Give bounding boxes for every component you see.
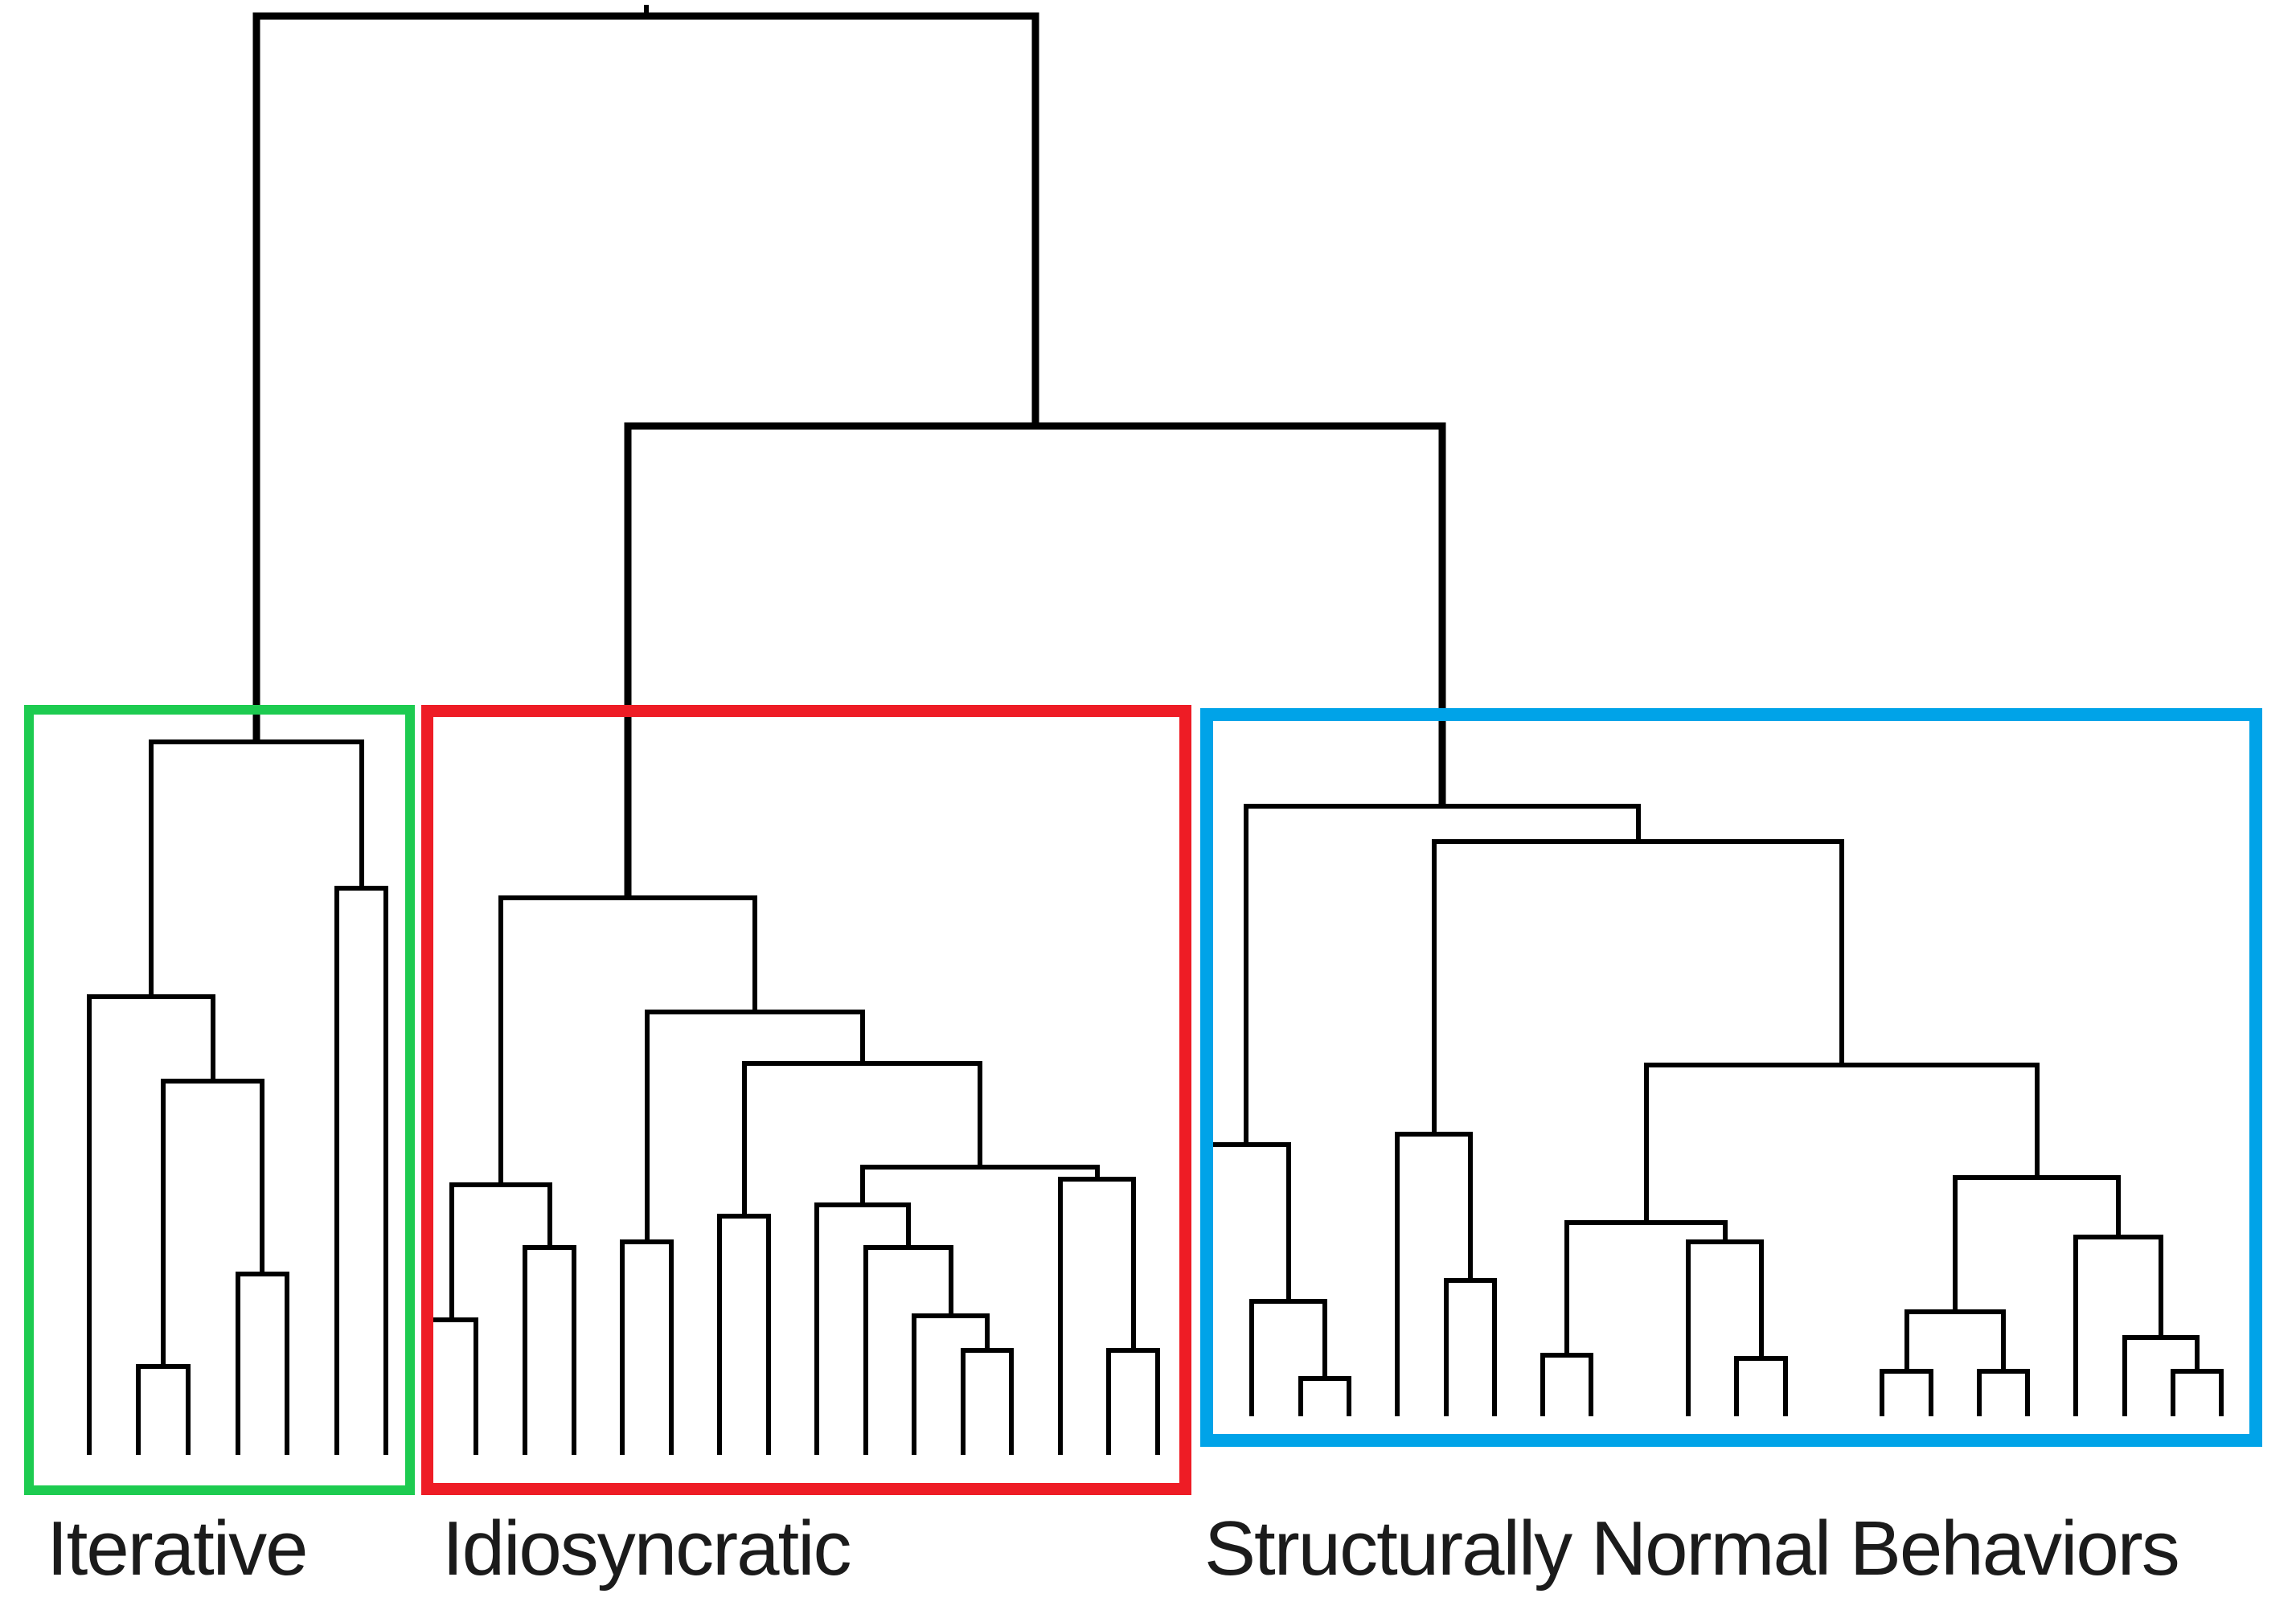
cluster-box-idiosyncratic [421,705,1191,1495]
tree-branch-structurally-normal [1244,804,1641,1145]
tree-branch-iterative [149,739,364,997]
tree-branch-main [624,422,1446,898]
cluster-box-structurally-normal [1200,708,2262,1447]
cluster-label-structurally-normal: Structurally Normal Behaviors [1204,1506,2180,1592]
tree-branch-main [252,12,1039,742]
cluster-label-idiosyncratic: Idiosyncratic [442,1506,852,1592]
cluster-label-iterative: Iterative [47,1506,308,1592]
cluster-box-iterative [24,705,415,1495]
tree-branch-idiosyncratic [498,895,757,1185]
